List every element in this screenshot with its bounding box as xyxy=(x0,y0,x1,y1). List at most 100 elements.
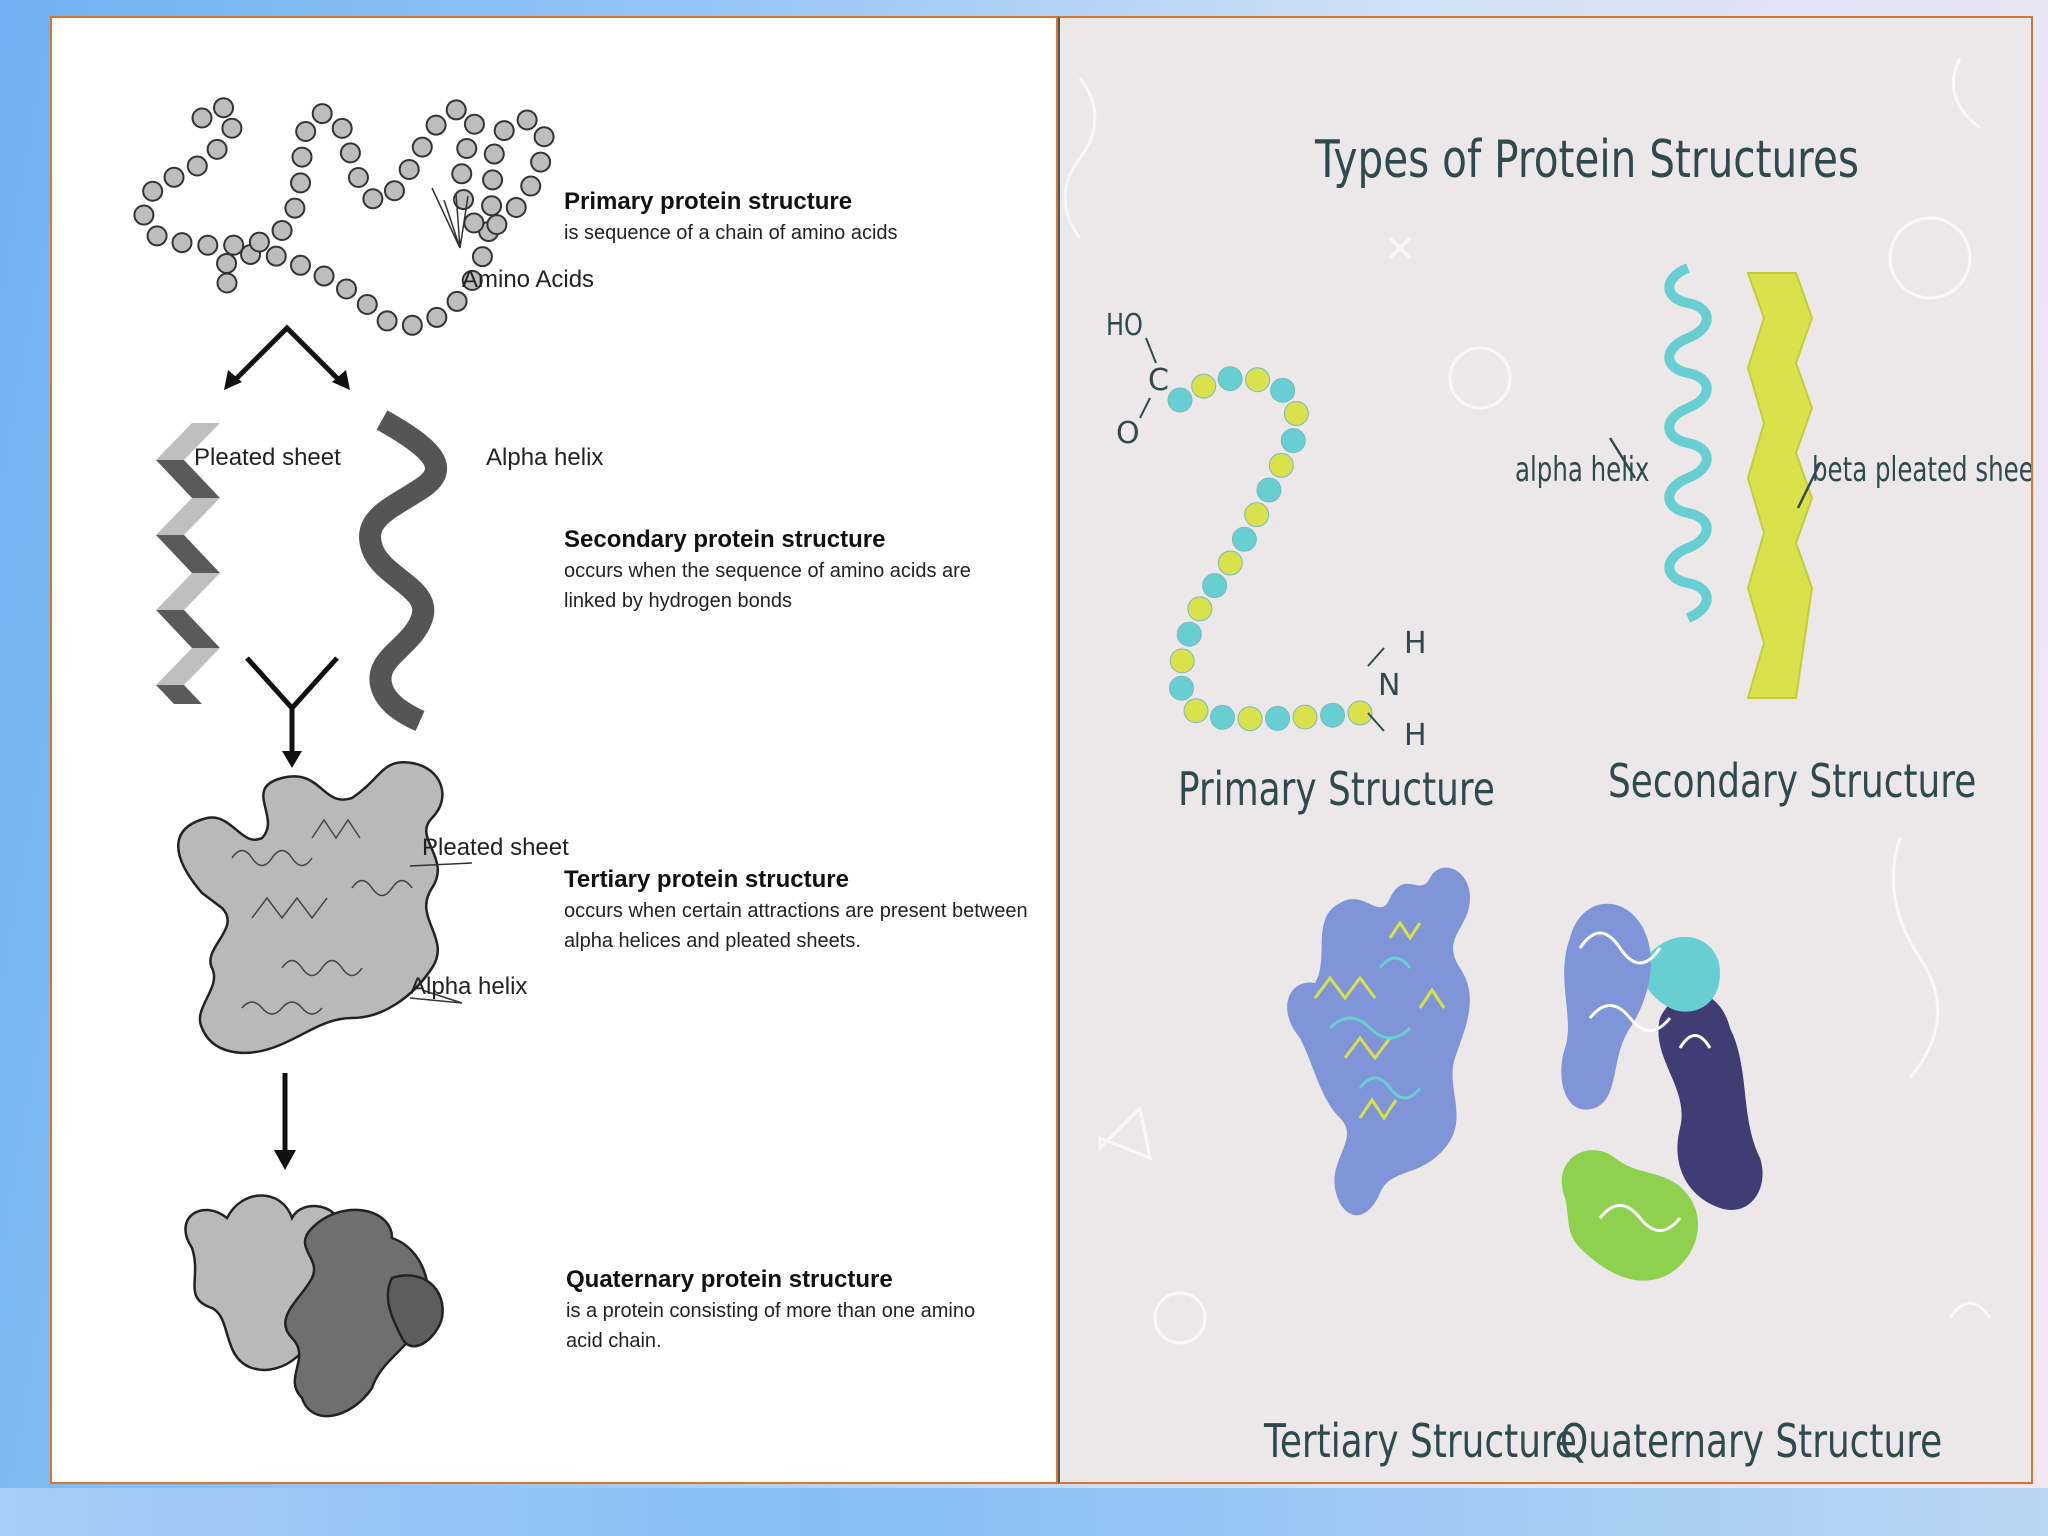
bead xyxy=(398,158,420,180)
bead xyxy=(481,195,503,217)
bead xyxy=(1167,387,1193,413)
bead xyxy=(313,265,335,287)
bead xyxy=(146,225,168,247)
bead xyxy=(216,252,238,274)
bead xyxy=(295,121,317,143)
primary-description: is sequence of a chain of amino acids xyxy=(564,222,898,244)
right-title: Types of Protein Structures xyxy=(1315,130,1860,190)
bead xyxy=(446,290,468,312)
bead xyxy=(213,97,235,119)
bead xyxy=(505,196,527,218)
bead xyxy=(1209,704,1235,730)
bead xyxy=(445,99,467,121)
primary-structure-label: Primary Structure xyxy=(1178,762,1495,816)
bead xyxy=(482,169,504,191)
primary-c-label: C xyxy=(1148,363,1169,398)
bead xyxy=(376,310,398,332)
beta-sheet-illustration xyxy=(1746,272,1814,699)
bead xyxy=(493,120,515,142)
bead xyxy=(163,166,185,188)
alpha-helix-label: alpha helix xyxy=(1515,450,1650,490)
bead xyxy=(248,231,270,253)
bead xyxy=(1347,700,1373,726)
bead xyxy=(186,155,208,177)
quaternary-structure-label: Quaternary Structure xyxy=(1560,1414,1943,1468)
bead xyxy=(1217,550,1243,576)
secondary-pleated-label: Pleated sheet xyxy=(194,444,341,471)
bead xyxy=(401,314,423,336)
bead xyxy=(1283,401,1309,427)
tertiary-description: occurs when certain attractions are pres… xyxy=(564,900,1028,952)
bead xyxy=(1191,373,1217,399)
beta-sheet-label: beta pleated sheet xyxy=(1812,450,2033,490)
bead xyxy=(483,143,505,165)
secondary-description: occurs when the sequence of amino acids … xyxy=(564,560,971,612)
bead xyxy=(1280,428,1306,454)
quaternary-structure-shape xyxy=(184,1194,444,1418)
pleated-sheet-shape xyxy=(156,423,220,704)
secondary-pointer-lines xyxy=(1608,437,1822,509)
bead xyxy=(265,245,287,267)
bead xyxy=(216,272,238,294)
bead xyxy=(1187,596,1213,622)
tertiary-illustration xyxy=(1287,867,1470,1216)
bead xyxy=(271,219,293,241)
bead xyxy=(1268,452,1294,478)
bead xyxy=(1244,502,1270,528)
bead xyxy=(133,204,155,226)
alpha-helix-illustration xyxy=(1664,263,1712,623)
bead xyxy=(471,246,493,268)
bead xyxy=(426,306,448,328)
bead xyxy=(463,212,485,234)
tertiary-pointer-lines xyxy=(409,862,473,1004)
bead xyxy=(142,180,164,202)
primary-chain-beads xyxy=(1167,366,1373,732)
left-diagram-panel: Amino Acids Primary protein structure is… xyxy=(50,16,1058,1484)
bead xyxy=(463,113,485,135)
quaternary-illustration xyxy=(1561,903,1763,1281)
secondary-structure-label: Secondary Structure xyxy=(1608,754,1977,808)
tertiary-helix-label: Alpha helix xyxy=(410,973,528,1000)
bead xyxy=(1231,526,1257,552)
bead xyxy=(1183,698,1209,724)
bead xyxy=(362,188,384,210)
amino-acids-label: Amino Acids xyxy=(462,266,595,293)
bead xyxy=(451,163,473,185)
bead xyxy=(383,180,405,202)
split-arrow xyxy=(230,324,344,385)
bead xyxy=(1265,705,1291,731)
primary-bonds xyxy=(1139,337,1385,732)
bead xyxy=(339,142,361,164)
bead xyxy=(290,172,312,194)
bead xyxy=(1202,573,1228,599)
bead xyxy=(533,126,555,148)
bead xyxy=(425,114,447,136)
bead xyxy=(516,109,538,131)
secondary-helix-label: Alpha helix xyxy=(486,444,604,471)
bead xyxy=(1245,367,1271,393)
merge-arrow xyxy=(245,656,339,753)
bead xyxy=(1169,675,1195,701)
bead xyxy=(197,234,219,256)
primary-h-bottom-label: H xyxy=(1404,718,1427,753)
bead xyxy=(1320,702,1346,728)
quaternary-description: is a protein consisting of more than one… xyxy=(566,1300,976,1352)
bead xyxy=(1176,621,1202,647)
bead xyxy=(530,151,552,173)
bead xyxy=(221,117,243,139)
quaternary-title: Quaternary protein structure xyxy=(566,1266,893,1293)
bead xyxy=(206,138,228,160)
alpha-helix-shape xyxy=(359,410,447,732)
secondary-title: Secondary protein structure xyxy=(564,526,886,553)
bead xyxy=(520,175,542,197)
bead xyxy=(191,107,213,129)
amino-acid-chain xyxy=(133,97,555,336)
bead xyxy=(284,197,306,219)
bead xyxy=(1169,648,1195,674)
bead xyxy=(223,234,245,256)
bead xyxy=(331,117,353,139)
bead xyxy=(1217,366,1243,392)
bead xyxy=(1256,477,1282,503)
tertiary-structure-label: Tertiary Structure xyxy=(1264,1414,1577,1468)
bead xyxy=(453,189,475,211)
